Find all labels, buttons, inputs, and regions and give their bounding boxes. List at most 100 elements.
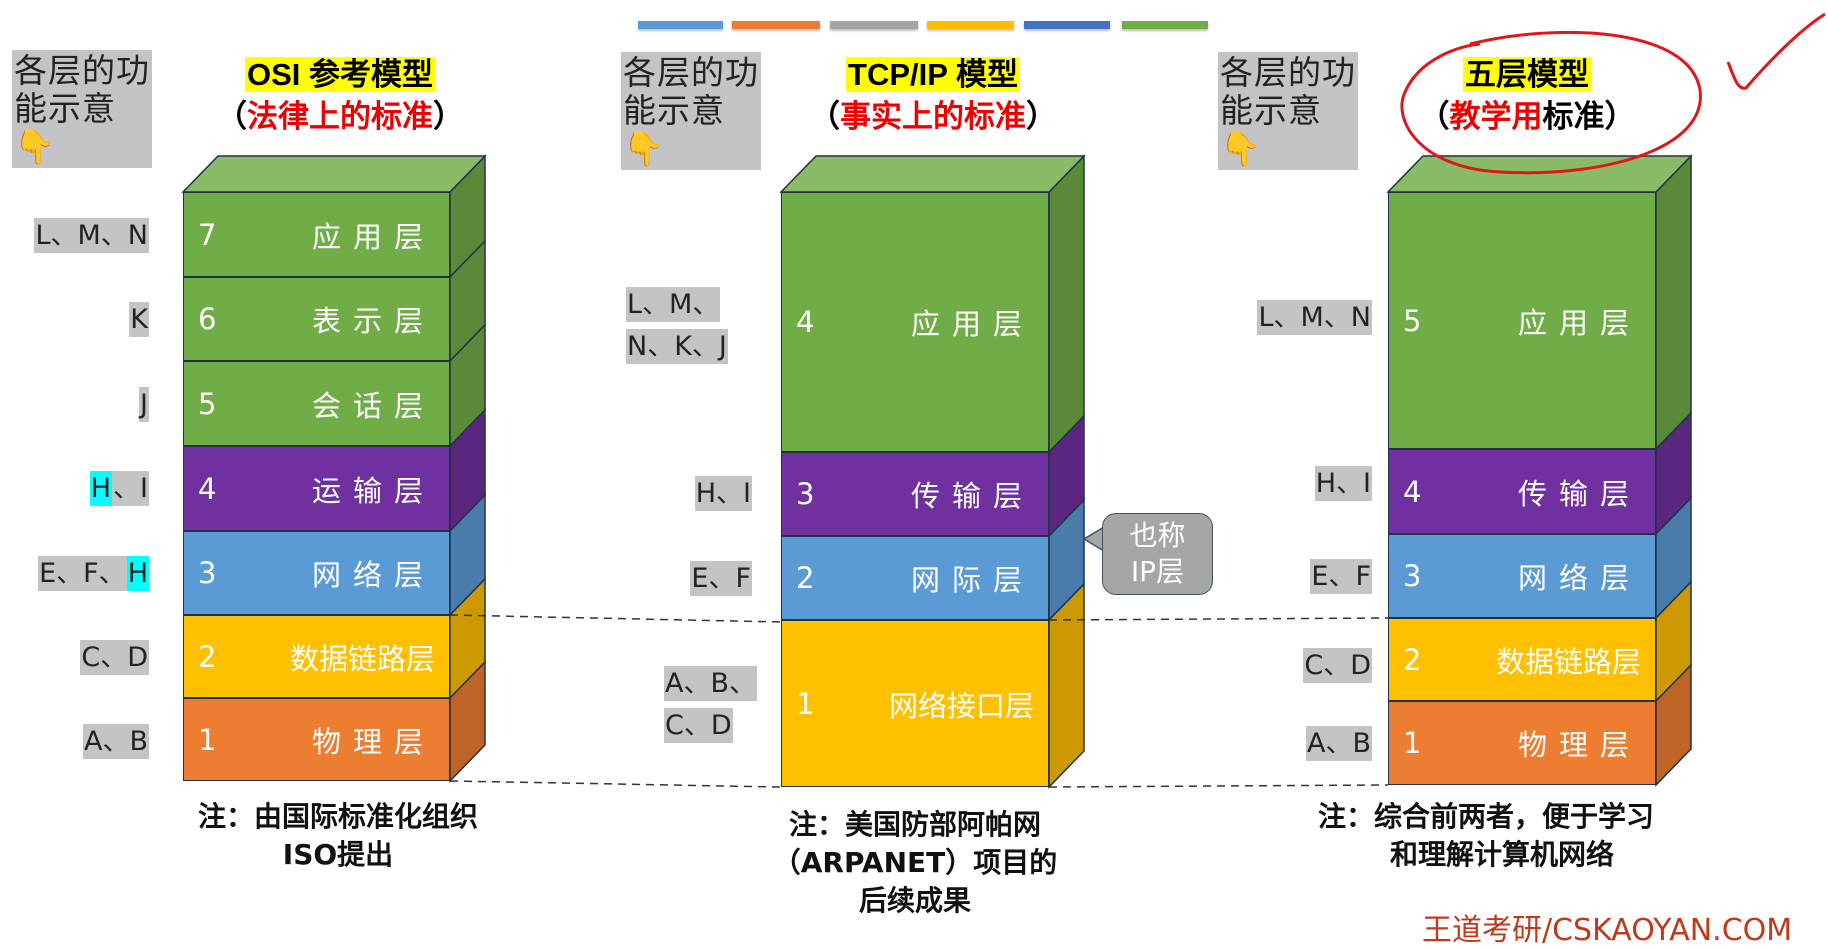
function-label: L、M、N xyxy=(34,218,149,253)
five-title: 五层模型 xyxy=(1463,57,1591,92)
layer-name: 传输层 xyxy=(910,479,1034,513)
layer-number: 5 xyxy=(198,386,217,421)
five-title-block: 五层模型 （教学用标准） xyxy=(1347,54,1707,138)
layer-number: 3 xyxy=(198,556,217,590)
osi-layer-2: 2 数据链路层 xyxy=(183,615,450,698)
layer-number: 4 xyxy=(1403,474,1422,509)
layer-number: 1 xyxy=(1403,726,1422,760)
note-line: ISO提出 xyxy=(282,838,394,871)
tcpip-func-4: L、M、 N、K、J xyxy=(626,284,728,368)
five-func-2: C、D xyxy=(1303,648,1372,684)
function-label: N、K、J xyxy=(626,329,728,364)
note-line: 注：由国际标准化组织 xyxy=(197,800,478,833)
function-label: E、F xyxy=(1310,559,1372,594)
function-label: A、B、 xyxy=(664,666,757,701)
tcpip-title-block: TCP/IP 模型 （事实上的标准） xyxy=(753,54,1113,138)
layer-name: 运输层 xyxy=(311,473,435,508)
function-label: H、I xyxy=(1314,466,1372,501)
layer-name: 传输层 xyxy=(1517,476,1641,511)
layer-number: 2 xyxy=(796,561,815,595)
function-label: L、M、 xyxy=(626,287,721,322)
five-subtitle-red: 教学用 xyxy=(1449,99,1543,134)
osi-function-hint: 各层的功能示意👇 xyxy=(12,50,152,168)
five-func-4: H、I xyxy=(1314,466,1372,502)
function-label: H、I xyxy=(694,476,752,511)
tcpip-func-3: H、I xyxy=(694,476,752,512)
layer-name: 物理层 xyxy=(1517,728,1641,762)
callout-text: IP层 xyxy=(1130,555,1185,588)
layer-name: 数据链路层 xyxy=(289,641,435,676)
layer-name: 网络层 xyxy=(311,558,435,592)
paren: ） xyxy=(1604,99,1636,134)
note-line: 注：美国防部阿帕网 xyxy=(788,808,1041,841)
color-bar-blue xyxy=(638,21,723,29)
five-layer-1: 1 物理层 xyxy=(1388,701,1656,785)
color-bar-gray xyxy=(830,21,918,29)
layer-number: 5 xyxy=(1403,303,1422,338)
side-face xyxy=(1655,663,1692,787)
tcpip-subtitle: 事实上的标准 xyxy=(840,99,1026,134)
five-layer-3: 3 网络层 xyxy=(1388,534,1656,618)
color-bar-orange xyxy=(732,21,820,29)
layer-name: 网际层 xyxy=(910,563,1034,597)
dashed-correspondence-line xyxy=(1048,617,1389,621)
layer-number: 1 xyxy=(796,686,815,721)
red-circle-annotation xyxy=(1400,30,1702,175)
osi-note: 注：由国际标准化组织 ISO提出 xyxy=(118,798,558,874)
paren: ） xyxy=(433,99,464,134)
function-label: C、D xyxy=(664,708,733,743)
tcpip-function-hint: 各层的功能示意👇 xyxy=(621,52,761,170)
function-label-highlight: H xyxy=(89,471,113,506)
five-function-hint: 各层的功能示意👇 xyxy=(1218,52,1358,170)
five-layer-5: 5 应用层 xyxy=(1388,192,1656,449)
checkmark-annotation xyxy=(1726,12,1826,90)
dashed-correspondence-line xyxy=(1048,784,1389,788)
color-bar-darkblue xyxy=(1024,21,1110,29)
osi-func-3: E、F、H xyxy=(38,556,149,592)
layer-number: 1 xyxy=(198,722,217,757)
osi-func-1: A、B xyxy=(83,724,149,760)
function-label: A、B xyxy=(1306,726,1372,761)
note-line: （ARPANET）项目的 xyxy=(772,846,1058,879)
five-subtitle-black: 标准 xyxy=(1542,99,1605,134)
color-bar-yellow xyxy=(927,21,1014,29)
osi-func-4: H、I xyxy=(89,471,149,507)
layer-name: 数据链路层 xyxy=(1495,644,1641,679)
function-label-highlight: H xyxy=(126,556,149,591)
layer-name: 应用层 xyxy=(910,307,1034,341)
osi-layer-1: 1 物理层 xyxy=(183,698,450,781)
osi-func-6: K xyxy=(129,302,149,338)
osi-subtitle: 法律上的标准 xyxy=(247,99,433,134)
layer-name: 应用层 xyxy=(311,219,435,254)
osi-func-2: C、D xyxy=(80,640,149,676)
tcpip-note: 注：美国防部阿帕网 （ARPANET）项目的后续成果 xyxy=(735,806,1095,920)
function-label: C、D xyxy=(1303,648,1372,683)
osi-func-7: L、M、N xyxy=(34,218,149,254)
layer-name: 应用层 xyxy=(1517,305,1641,340)
tcpip-layer-2: 2 网际层 xyxy=(781,536,1049,620)
osi-title-block: OSI 参考模型 （法律上的标准） xyxy=(160,54,520,138)
layer-name: 物理层 xyxy=(311,724,435,759)
tcpip-title: TCP/IP 模型 xyxy=(846,57,1020,92)
note-line: 后续成果 xyxy=(858,884,971,917)
layer-number: 4 xyxy=(198,471,217,506)
function-label: J xyxy=(139,387,149,422)
tcpip-func-2: E、F xyxy=(690,561,752,597)
layer-number: 3 xyxy=(796,477,815,511)
paren: （ xyxy=(809,99,840,134)
note-line: 注：综合前两者，便于学习 xyxy=(1318,800,1655,833)
side-face xyxy=(1048,582,1085,789)
layer-number: 2 xyxy=(198,639,217,674)
layer-number: 3 xyxy=(1403,559,1422,593)
function-label: A、B xyxy=(83,724,149,759)
paren: （ xyxy=(1418,99,1450,134)
function-label: C、D xyxy=(80,640,149,675)
layer-name: 网络层 xyxy=(1517,561,1641,595)
